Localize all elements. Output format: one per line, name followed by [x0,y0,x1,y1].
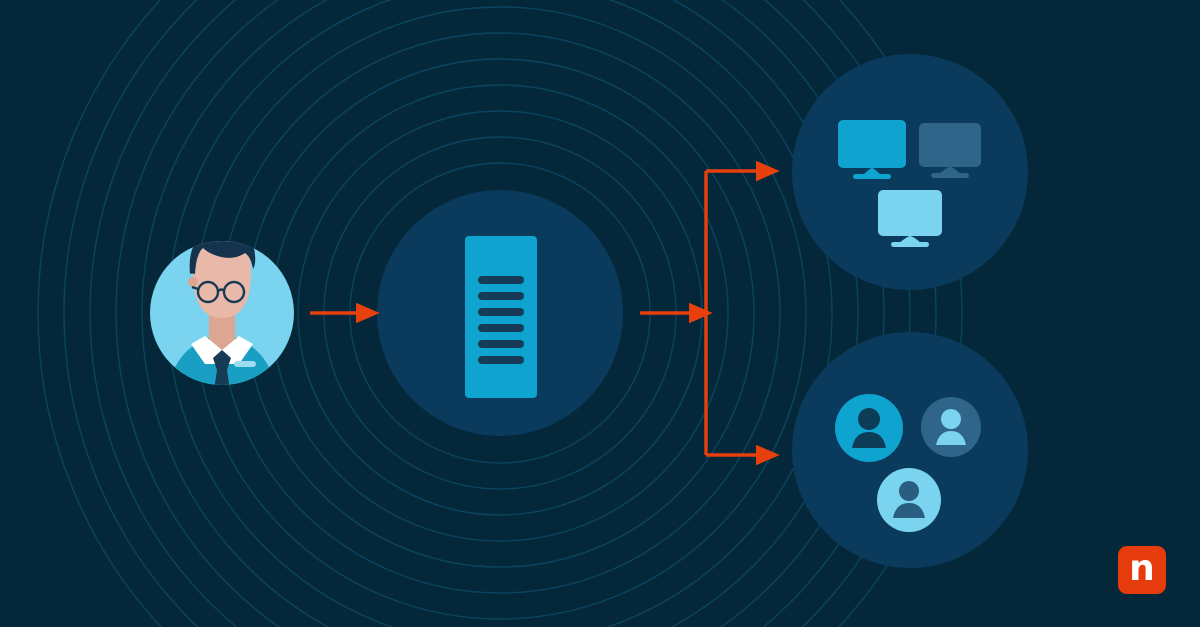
devices-group-node[interactable] [792,54,1028,290]
connectors-group [310,160,780,466]
avatar-tie [211,350,233,385]
monitor-top-left-icon [838,120,906,179]
avatar-hair [189,241,256,274]
central-server-node[interactable] [377,190,623,436]
devices-group-circle [792,54,1028,290]
user-badge-top-left-icon [835,394,903,462]
user-badge-top-right-icon [921,397,981,457]
user-avatar-node[interactable] [150,230,294,432]
ninjaone-logo[interactable]: n [1118,546,1166,594]
ninjaone-logo-letter: n [1129,547,1155,589]
users-group-circle [792,332,1028,568]
avatar-ear [188,277,198,287]
server-document-icon [465,236,537,398]
server-document-lines [478,276,524,364]
avatar-glasses-icon [191,280,246,304]
avatar-figure [168,241,276,385]
user-badge-bottom-center-icon [877,468,941,532]
users-group-node[interactable] [792,332,1028,568]
monitor-top-right-icon [919,123,981,178]
avatar-pocket-square [234,361,256,367]
monitor-bottom-center-icon [878,190,942,247]
